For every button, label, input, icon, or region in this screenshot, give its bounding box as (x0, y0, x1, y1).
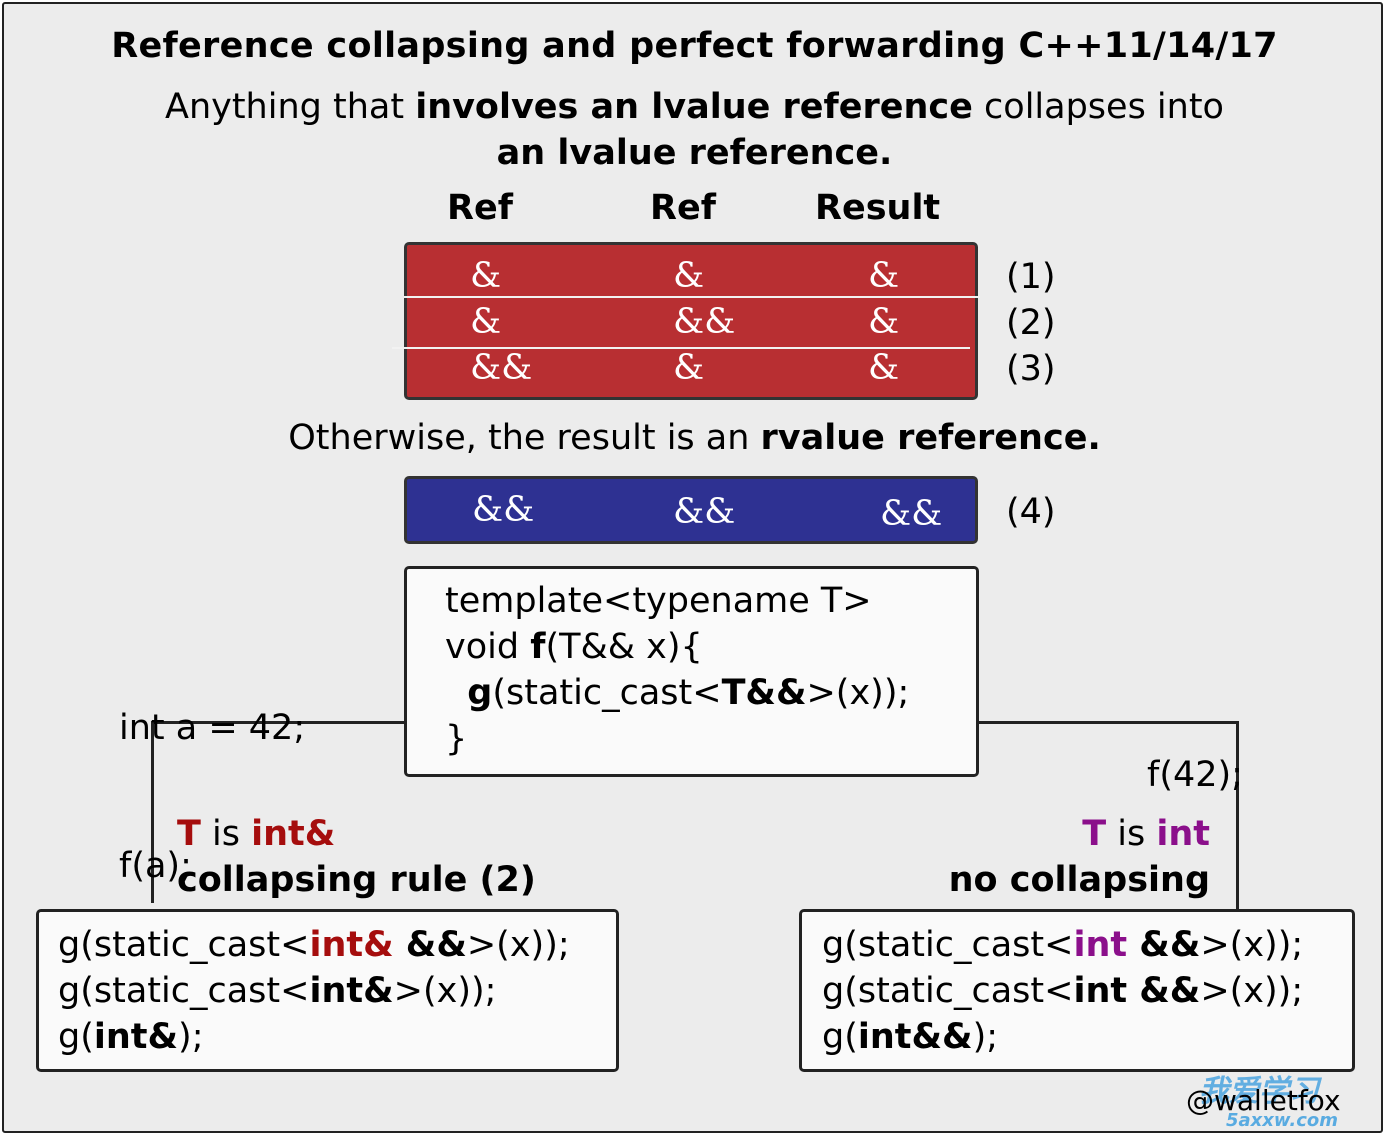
right-call-code: f(42); (1147, 660, 1243, 890)
subtitle-emphasis: involves an lvalue reference (415, 87, 973, 127)
type-param: T (177, 814, 201, 854)
code-line: void f(T&& x){ (445, 627, 703, 667)
otherwise-text: Otherwise, the result is an rvalue refer… (4, 418, 1385, 458)
right-result-code-box: g(static_cast<int &&>(x)); g(static_cast… (799, 909, 1355, 1072)
code-line: int a = 42; (119, 708, 306, 748)
connector-line-left-down (151, 721, 154, 903)
watermark-domain: 5axxw.com (1226, 1110, 1338, 1131)
left-call-code: int a = 42; f(a); (119, 613, 305, 981)
code-line: g(static_cast<int &&>(x)); (822, 925, 1304, 965)
row-separator (392, 347, 970, 349)
table-cell: && (470, 348, 533, 388)
lvalue-rules-table (404, 242, 978, 400)
column-header-ref-1: Ref (447, 188, 513, 228)
code-line: g(static_cast<int&>(x)); (58, 971, 497, 1011)
code-line: g(static_cast<int& &&>(x)); (58, 925, 570, 965)
table-cell: & (470, 256, 502, 296)
left-deduction-label: T is int& collapsing rule (2) (177, 811, 536, 903)
code-line: g(int&); (58, 1017, 204, 1057)
column-header-ref-2: Ref (650, 188, 716, 228)
table-cell: & (868, 348, 900, 388)
table-cell: & (673, 256, 705, 296)
table-cell: && (472, 490, 535, 530)
table-cell: && (880, 494, 943, 534)
table-cell: & (868, 256, 900, 296)
table-cell: && (673, 302, 736, 342)
code-line: f(a); (119, 846, 192, 886)
rvalue-rule-table (404, 476, 978, 544)
deduced-type: int (1156, 814, 1210, 854)
code-line: g(static_cast<int &&>(x)); (822, 971, 1304, 1011)
row-separator (404, 296, 980, 298)
column-header-result: Result (815, 188, 941, 228)
rule-number: (1) (1006, 257, 1056, 297)
subtitle: Anything that involves an lvalue referen… (4, 84, 1385, 176)
type-param: T (1082, 814, 1107, 854)
connector-line-right (976, 721, 1239, 724)
rule-note: no collapsing (948, 860, 1210, 900)
author-credit: @walletfox (1186, 1084, 1341, 1117)
right-deduction-label: T is int no collapsing (884, 811, 1210, 903)
diagram-title: Reference collapsing and perfect forward… (111, 26, 1278, 66)
code-line: g(int&&); (822, 1017, 999, 1057)
code-line: } (445, 719, 468, 759)
connector-line-right-down (1236, 721, 1239, 911)
table-cell: & (868, 302, 900, 342)
subtitle-part: Anything that (165, 87, 416, 127)
deduced-type: int& (251, 814, 336, 854)
rule-number: (3) (1006, 349, 1056, 389)
otherwise-part: Otherwise, the result is an (288, 418, 761, 458)
connector-line-left (151, 721, 407, 724)
left-result-code-box: g(static_cast<int& &&>(x)); g(static_cas… (36, 909, 619, 1072)
label-text: is (1106, 814, 1157, 854)
table-cell: && (673, 492, 736, 532)
code-line: f(42); (1147, 755, 1243, 795)
table-cell: & (470, 302, 502, 342)
otherwise-emphasis: rvalue reference. (760, 418, 1101, 458)
label-text: is (200, 814, 252, 854)
subtitle-part: collapses into (972, 87, 1224, 127)
rule-number: (4) (1006, 492, 1056, 532)
code-line: template<typename T> (445, 581, 872, 621)
subtitle-emphasis: an lvalue reference. (496, 133, 893, 173)
rule-note: collapsing rule (2) (177, 860, 536, 900)
code-line: g(static_cast<T&&>(x)); (467, 673, 910, 713)
table-cell: & (673, 348, 705, 388)
watermark-logo: 我爱学习 (1199, 1074, 1319, 1109)
template-code-box: template<typename T> void f(T&& x){ g(st… (404, 566, 979, 777)
rule-number: (2) (1006, 303, 1056, 343)
